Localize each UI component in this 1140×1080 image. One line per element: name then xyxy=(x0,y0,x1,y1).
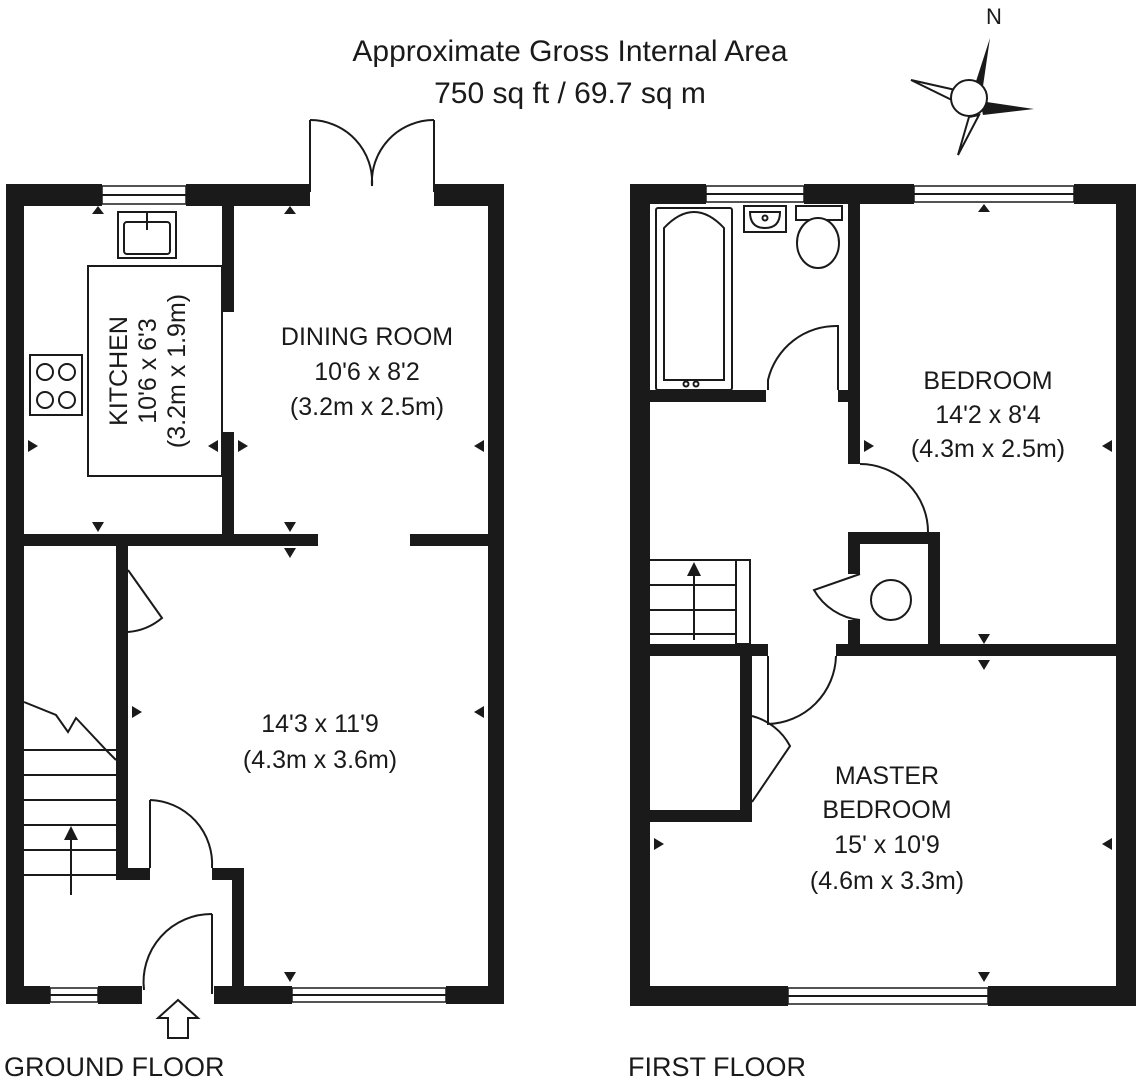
svg-text:(4.3m x 3.6m): (4.3m x 3.6m) xyxy=(243,746,397,774)
svg-text:KITCHEN: KITCHEN xyxy=(105,316,133,426)
svg-text:14'2 x 8'4: 14'2 x 8'4 xyxy=(935,401,1041,429)
svg-text:BEDROOM: BEDROOM xyxy=(923,367,1052,395)
ground-floor-label: GROUND FLOOR xyxy=(4,1052,225,1080)
svg-text:(3.2m x 2.5m): (3.2m x 2.5m) xyxy=(290,393,444,421)
compass-rose-icon: N xyxy=(910,4,1034,156)
svg-text:10'6 x 6'3: 10'6 x 6'3 xyxy=(134,318,162,423)
svg-text:MASTER: MASTER xyxy=(835,762,939,790)
ground-floor-plan: KITCHEN 10'6 x 6'3 (3.2m x 1.9m) DINING … xyxy=(4,118,504,1080)
first-floor-label: FIRST FLOOR xyxy=(628,1052,806,1080)
first-floor-plan: BEDROOM 14'2 x 8'4 (4.3m x 2.5m) MASTER … xyxy=(628,184,1136,1080)
svg-text:BEDROOM: BEDROOM xyxy=(822,796,951,824)
dining-room-label: DINING ROOM 10'6 x 8'2 (3.2m x 2.5m) xyxy=(281,323,453,421)
svg-text:15' x 10'9: 15' x 10'9 xyxy=(834,831,939,859)
area-value: 750 sq ft / 69.7 sq m xyxy=(434,77,706,110)
compass-north-label: N xyxy=(986,4,1002,29)
bedroom-label: BEDROOM 14'2 x 8'4 (4.3m x 2.5m) xyxy=(911,367,1065,463)
svg-text:10'6 x 8'2: 10'6 x 8'2 xyxy=(314,358,419,386)
svg-text:(3.2m x 1.9m): (3.2m x 1.9m) xyxy=(163,294,191,448)
living-room-label: 14'3 x 11'9 (4.3m x 3.6m) xyxy=(243,710,397,774)
svg-text:(4.3m x 2.5m): (4.3m x 2.5m) xyxy=(911,435,1065,463)
master-bedroom-label: MASTER BEDROOM 15' x 10'9 (4.6m x 3.3m) xyxy=(810,762,964,895)
area-title: Approximate Gross Internal Area xyxy=(352,35,788,68)
svg-text:14'3 x 11'9: 14'3 x 11'9 xyxy=(261,710,379,738)
kitchen-label: KITCHEN 10'6 x 6'3 (3.2m x 1.9m) xyxy=(105,294,191,448)
svg-text:DINING ROOM: DINING ROOM xyxy=(281,323,453,351)
svg-text:(4.6m x 3.3m): (4.6m x 3.3m) xyxy=(810,867,964,895)
